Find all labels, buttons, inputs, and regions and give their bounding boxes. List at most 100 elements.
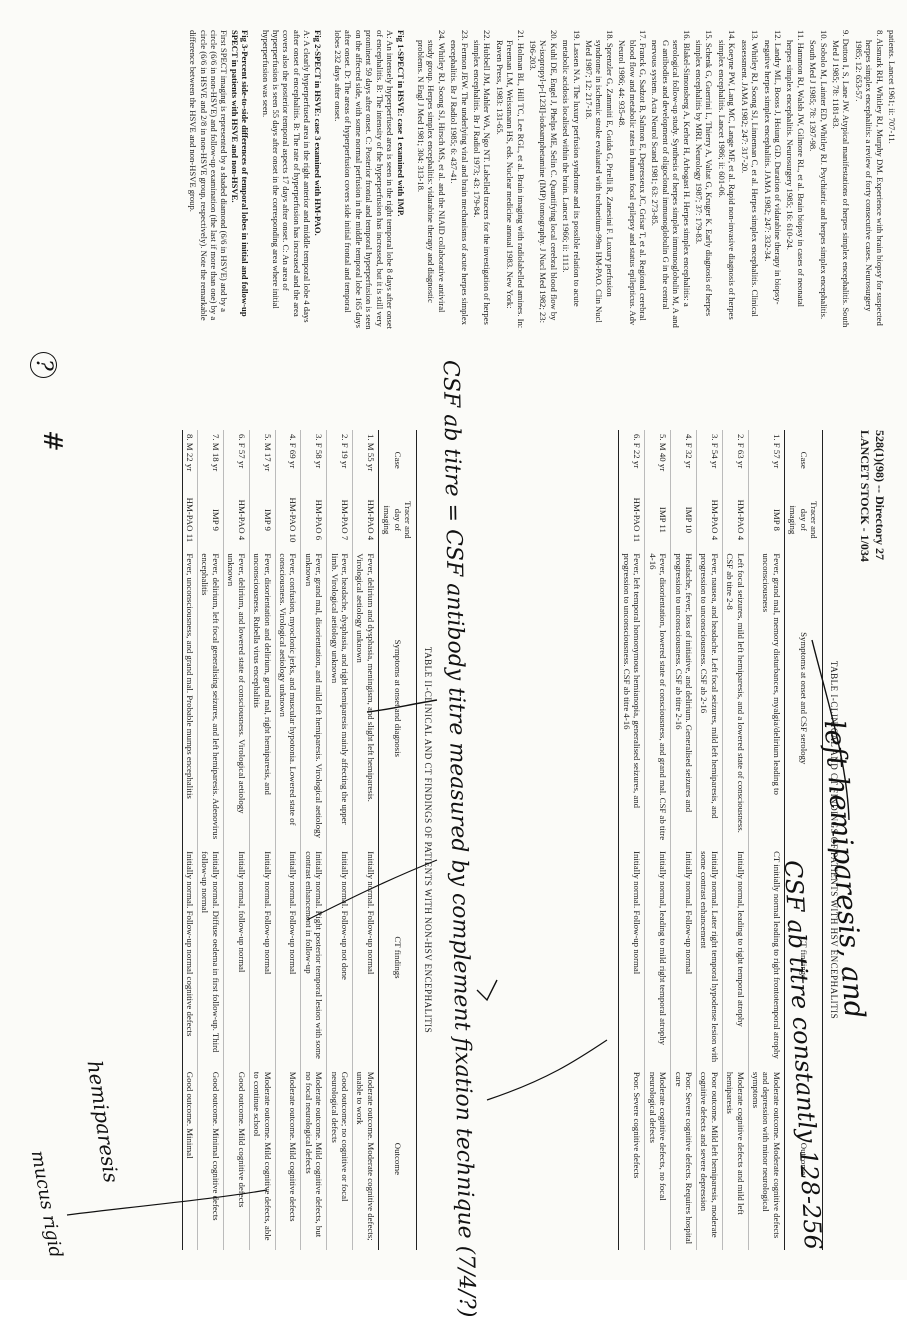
symptoms-cell: Fever, headache, dysphasia, and right he… xyxy=(326,549,353,848)
table2: Case Tracer and day of imaging Symptoms … xyxy=(182,430,417,1250)
outcome-cell: Good outcome. Minimal xyxy=(182,1067,198,1250)
tracer-cell: IMP 9 xyxy=(249,490,276,550)
ct-findings-cell: Initially normal. Later right temporal h… xyxy=(696,847,723,1068)
symptoms-cell: Fever, delirium, and lowered state of co… xyxy=(223,549,250,848)
case-cell: 8. M 22 yr xyxy=(182,430,198,491)
outcome-cell: Good outcome. Mild cognitive defects xyxy=(223,1067,250,1250)
table1-header: Symptoms at onset and CSF serology xyxy=(784,549,823,848)
ct-findings-cell: Initially normal. Follow-up normal xyxy=(352,847,379,1068)
case-cell: 4. F 69 yr xyxy=(275,430,301,491)
tracer-cell: HM-PAO 11 xyxy=(182,490,198,550)
outcome-cell: Moderate cognitive defects, no focal neu… xyxy=(644,1067,671,1250)
symptoms-cell: Fever, unconsciousness, and grand mal. P… xyxy=(182,549,198,848)
reference-item: 15. Schenk G, Guerrini L, Thierry A, Val… xyxy=(694,30,715,317)
figure-legend-title: Fig 3-Percent side-to-side differences o… xyxy=(229,30,251,317)
reference-item: 18. Sprenzler G, Zammiti E, Guida G, Pir… xyxy=(584,30,615,323)
case-cell: 5. M 40 yr xyxy=(644,430,671,491)
tracer-cell: IMP 10 xyxy=(670,490,697,550)
tracer-cell: HM-PAO 4 xyxy=(722,490,749,550)
tracer-cell: HM-PAO 4 xyxy=(696,490,723,550)
ct-findings-cell: Initially normal. Diffuse oedema in firs… xyxy=(197,847,224,1068)
reference-item: 17. Franck G, Sadzot B, Salmon E, Depres… xyxy=(617,30,649,326)
case-cell: 3. F 54 yr xyxy=(696,430,723,491)
table2-header-row: Case Tracer and day of imaging Symptoms … xyxy=(378,430,417,1250)
case-cell: 6. F 22 yr xyxy=(619,430,645,491)
tracer-cell: HM-PAO 7 xyxy=(326,490,353,550)
symptoms-cell: Fever, disorientation, lowered state of … xyxy=(644,549,671,848)
symptoms-cell: Fever, left temporal homonymous hemianop… xyxy=(619,549,645,848)
tracer-cell: IMP 8 xyxy=(748,490,785,550)
reference-item: 11. Hammon RJ, Walsh JW, Gilmore RL, et … xyxy=(785,30,806,308)
tracer-cell: IMP 9 xyxy=(197,490,224,550)
symptoms-cell: Fever, confusion, myoclonic jerks, and m… xyxy=(275,549,301,848)
figure-legend-text: First SPECT imaging is represented by a … xyxy=(188,30,230,321)
references-column: patients. Lancet 1961; ii: 707-11.8. Als… xyxy=(17,30,897,330)
tracer-cell: HM-PAO 10 xyxy=(275,490,301,550)
symptoms-cell: Fever, grand mal, memory disturbances, m… xyxy=(748,549,785,848)
outcome-cell: Moderate outcome. Mild cognitive defects… xyxy=(249,1067,276,1250)
outcome-cell: Moderate outcome. Moderate cognitive def… xyxy=(352,1067,379,1250)
ct-findings-cell: Initially normal, follow-up normal xyxy=(223,847,250,1068)
ct-findings-cell: Initially normal. Follow-up not done xyxy=(326,847,353,1068)
reference-item: 8. Alsmark RH, Whitley RJ, Murphy DM. Ex… xyxy=(853,30,885,326)
outcome-cell: Moderate outcome. Moderate cognitive def… xyxy=(748,1067,785,1250)
reference-item: 19. Lassen NA. The luxury perfusion synd… xyxy=(561,30,582,307)
outcome-cell: Poor outcome. Mild left hemiparesis, mod… xyxy=(696,1067,723,1250)
case-cell: 7. M 18 yr xyxy=(197,430,224,491)
reference-item: 10. Sobolo M, Lainter ED, Whitley RJ. Ps… xyxy=(808,30,829,320)
figure-legends: Fig 1-SPECT in HSVE: case 1 examined wit… xyxy=(188,30,405,330)
handwritten-hash-mark: # xyxy=(37,430,67,452)
figure-legend: Fig 3-Percent side-to-side differences o… xyxy=(188,30,250,330)
case-cell: 1. F 57 yr xyxy=(748,430,785,491)
symptoms-cell: Left focal seizures, mild left hemipares… xyxy=(722,549,749,848)
ct-findings-cell: Initially normal. Follow-up normal xyxy=(670,847,697,1068)
outcome-cell: Moderate outcome. Mild cognitive defects xyxy=(275,1067,301,1250)
handwritten-question-mark: ? xyxy=(30,352,57,378)
reference-item: 16. Blakel-Simonsberg A, Kerber H, Arbog… xyxy=(650,30,692,328)
doc-id-line: 528(1)(98) -- Directory 27 xyxy=(873,430,887,561)
tracer-cell: HM-PAO 6 xyxy=(300,490,327,550)
case-cell: 3. F 58 yr xyxy=(300,430,327,491)
symptoms-cell: Fever, disorientation and delirium, gran… xyxy=(249,549,276,848)
case-cell: 2. F 19 yr xyxy=(326,430,353,491)
reference-item: 14. Koeyne PW, Lang MC, Lange MF, et al.… xyxy=(716,30,738,320)
table2-header: Case xyxy=(378,430,417,491)
scanned-page: patients. Lancet 1961; ii: 707-11.8. Als… xyxy=(17,30,897,1318)
case-cell: 2. F 63 yr xyxy=(722,430,749,491)
ct-findings-cell: Initially normal. Follow-up normal xyxy=(619,847,645,1068)
figure-legend: Fig 1-SPECT in HSVE: case 1 examined wit… xyxy=(333,30,405,330)
ct-findings-cell: Initially normal. Follow-up normal xyxy=(249,847,276,1068)
tracer-cell: HM-PAO 11 xyxy=(619,490,645,550)
outcome-cell: Poor. Severe cognitive defects. Requires… xyxy=(670,1067,697,1250)
tracer-cell: IMP 11 xyxy=(644,490,671,550)
outcome-cell: Good outcome. Minimal cognitive defects xyxy=(197,1067,224,1250)
symptoms-cell: Headache, fever, loss of initiative, and… xyxy=(670,549,697,848)
table2-header: Symptoms at onset and diagnosis xyxy=(378,549,417,848)
doc-id-line: LANCET STOCK - 1/034 xyxy=(858,430,872,562)
symptoms-cell: Fever, grand mal, disorientation, and mi… xyxy=(300,549,327,848)
reference-item: patients. Lancet 1961; ii: 707-11. xyxy=(887,30,897,144)
ct-findings-cell: Initially normal. Follow-up normal xyxy=(275,847,301,1068)
symptoms-cell: Fever, delirium and dysphasia, meningism… xyxy=(352,549,379,848)
tracer-cell: HM-PAO 4 xyxy=(352,490,379,550)
ct-findings-cell: Initially normal. Follow-up normal cogni… xyxy=(182,847,198,1068)
outcome-cell: Moderate cognitive defects and mild left… xyxy=(722,1067,749,1250)
table2-header: Tracer and day of imaging xyxy=(378,490,417,550)
reference-item: 22. Hubbell JM, Mahler WA, Ngo NT. Label… xyxy=(471,30,493,325)
figure-legend: Fig 2-SPECT in HSVE: case 3 examined wit… xyxy=(260,30,323,330)
figure-legend-text: A: An intensely hyperperfused area is se… xyxy=(333,30,396,330)
table2-header: CT findings xyxy=(378,847,417,1068)
